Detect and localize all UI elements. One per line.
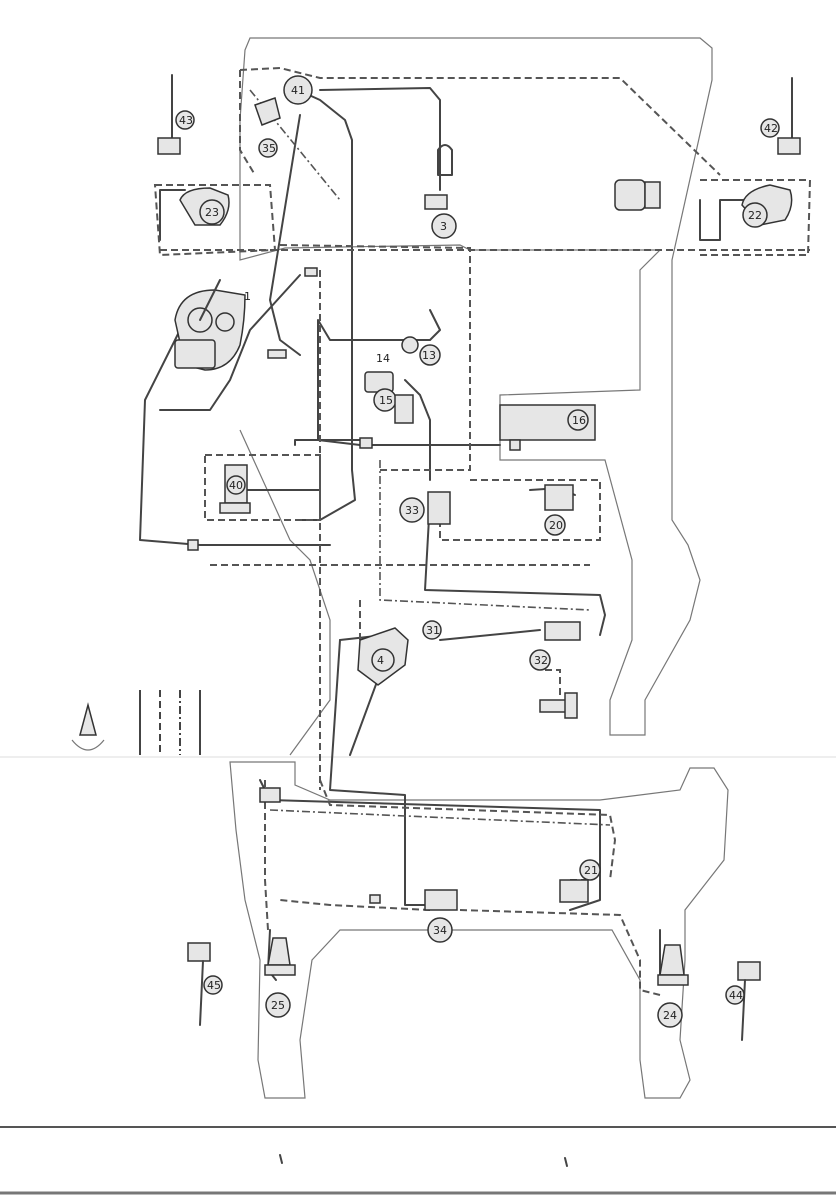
component-44-label: 44 (729, 989, 743, 1002)
component-34-relay-valve: 34 (424, 889, 458, 943)
component-14-label: 14 (376, 352, 390, 365)
pipe-fittings (187, 267, 521, 904)
component-24-brake-cylinder: 24 (657, 944, 689, 1028)
component-25-brake-cylinder: 25 (264, 937, 296, 1018)
component-14-15-valve-block: 14 15 (364, 352, 414, 424)
component-3-valve: 3 (424, 144, 457, 239)
component-22-brake-chamber: 22 (614, 179, 793, 228)
component-31-label: 31 (426, 624, 440, 637)
component-40-valve: 40 (219, 464, 251, 514)
component-21-regulator: 21 (559, 859, 601, 903)
scan-mark-2 (564, 1157, 568, 1167)
component-16-label: 16 (572, 414, 586, 427)
component-42-coupling-head: 42 (760, 77, 801, 155)
component-35-label: 35 (262, 142, 276, 155)
component-41-label: 41 (291, 84, 305, 97)
component-45-coupling-head: 45 (187, 942, 223, 1026)
component-4-valve: 4 (357, 627, 409, 686)
component-24-label: 24 (663, 1009, 677, 1022)
component-22-label: 22 (748, 209, 762, 222)
component-16-reservoir: 16 (499, 404, 596, 441)
chassis-outline-lower (229, 761, 729, 1099)
component-34-label: 34 (433, 924, 447, 937)
direction-arrow-symbol (71, 702, 105, 751)
component-43-label: 43 (179, 114, 193, 127)
component-13-label: 13 (422, 349, 436, 362)
component-25-label: 25 (271, 999, 285, 1012)
component-33-label: 33 (405, 504, 419, 517)
component-20-regulator: 20 (544, 484, 574, 536)
component-1-master-cylinder: 1 (174, 279, 251, 371)
component-35-hand-valve: 35 (254, 97, 281, 158)
component-31-connector: 31 (422, 620, 442, 640)
component-42-label: 42 (764, 122, 778, 135)
component-33-relay-valve: 33 (399, 491, 451, 525)
scan-mark-1 (279, 1154, 283, 1164)
component-23-label: 23 (205, 206, 219, 219)
component-20-label: 20 (549, 519, 563, 532)
component-43-coupling-head: 43 (157, 74, 195, 155)
component-21-label: 21 (584, 864, 598, 877)
component-4-label: 4 (377, 654, 384, 667)
component-40-label: 40 (229, 479, 243, 492)
line-style-legend (139, 690, 201, 755)
component-32-valve: 32 (529, 621, 581, 719)
component-1-label: 1 (244, 290, 251, 303)
component-15-label: 15 (379, 394, 393, 407)
chassis-outline-upper (239, 37, 713, 756)
component-13-switch: 13 (401, 336, 441, 366)
dashed-brake-lines (153, 66, 812, 996)
component-3-label: 3 (440, 220, 447, 233)
component-23-brake-chamber: 23 (179, 187, 230, 226)
component-44-coupling-head: 44 (725, 961, 761, 1041)
component-32-label: 32 (534, 654, 548, 667)
component-45-label: 45 (207, 979, 221, 992)
component-41-pedal-valve: 41 (283, 75, 313, 105)
